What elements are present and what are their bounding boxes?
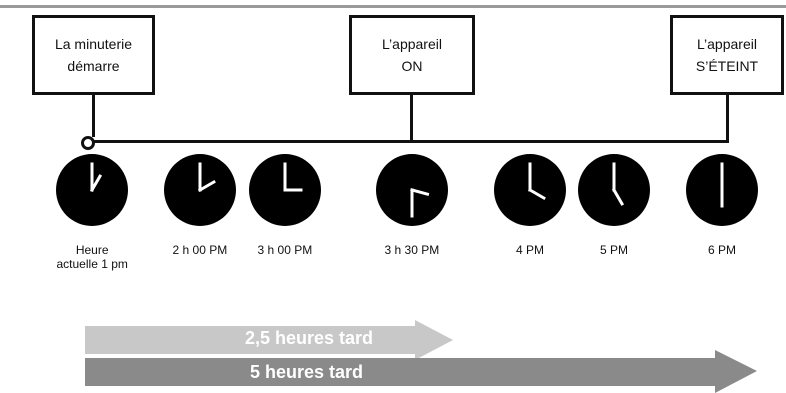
clock-time-label: 3 h 00 PM xyxy=(258,243,313,257)
hour-hand xyxy=(197,179,216,193)
device-off-line2: S’ÉTEINT xyxy=(695,58,759,74)
clock-time-label-line: 5 PM xyxy=(600,243,629,257)
timer-start-line1: La minuterie xyxy=(54,36,133,52)
clock-face xyxy=(56,154,128,226)
clock-time-label-line: actuelle 1 pm xyxy=(56,257,128,271)
clock-time-label-line: 3 h 00 PM xyxy=(257,243,313,257)
arrow-long xyxy=(85,350,757,393)
device-on-box: L’appareil ON xyxy=(349,15,475,95)
clock-time-label-line: Heure xyxy=(75,243,109,257)
clock-face xyxy=(376,154,448,226)
device-off-box: L’appareil S’ÉTEINT xyxy=(670,15,784,95)
clock-time-label: 3 h 30 PM xyxy=(385,243,440,257)
clock-time-label-line: 6 PM xyxy=(708,243,737,257)
clock-time-label: 6 PM xyxy=(708,243,736,257)
hour-hand xyxy=(410,188,430,196)
on-connector xyxy=(410,95,413,140)
arrow-short xyxy=(85,320,453,360)
clock-time-label: 5 PM xyxy=(600,243,628,257)
off-connector xyxy=(726,95,729,140)
timer-connector xyxy=(92,95,95,137)
clock-time-label-line: 4 PM xyxy=(516,243,545,257)
device-on-line1: L’appareil xyxy=(382,36,442,52)
arrow-long-label: 5 heures tard xyxy=(250,362,364,382)
top-rule xyxy=(0,5,786,8)
timer-start-line2: démarre xyxy=(67,58,120,74)
clock-face xyxy=(249,154,321,226)
hour-hand xyxy=(527,187,546,201)
clock-face xyxy=(164,154,236,226)
clock-time-label-line: 2 h 00 PM xyxy=(172,243,228,257)
clock-time-label-line: 3 h 30 PM xyxy=(384,243,440,257)
hour-hand xyxy=(89,174,103,193)
device-on-line2: ON xyxy=(401,58,423,74)
clock-face xyxy=(578,154,650,226)
timer-start-box: La minuterie démarre xyxy=(32,15,155,95)
clock-time-label: 2 h 00 PM xyxy=(173,243,228,257)
device-off-line1: L’appareil xyxy=(697,36,757,52)
timeline-line xyxy=(90,140,729,143)
arrow-short-label: 2,5 heures tard xyxy=(245,328,374,348)
clock-face xyxy=(494,154,566,226)
start-marker xyxy=(81,136,95,150)
clock-time-label: 4 PM xyxy=(516,243,544,257)
clock-face xyxy=(686,154,758,226)
hour-hand xyxy=(611,187,625,206)
